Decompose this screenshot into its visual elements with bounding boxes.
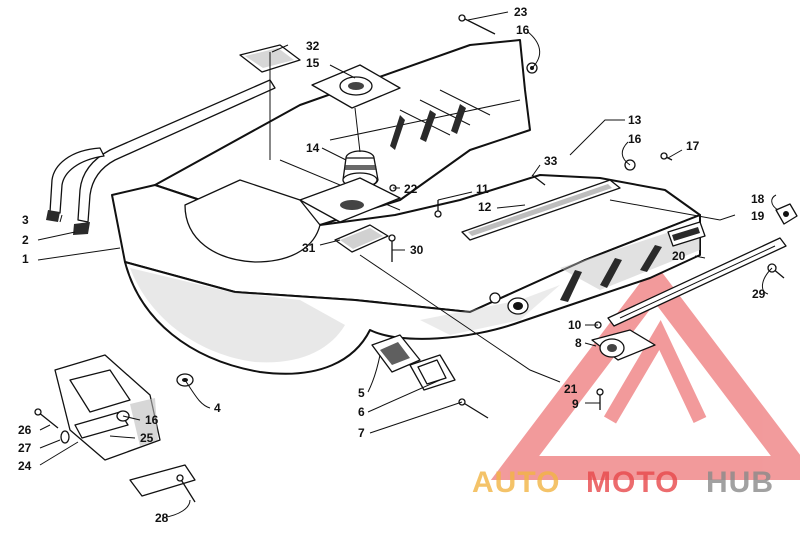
watermark-part1: AUTO <box>472 466 560 499</box>
mount-plate <box>299 177 401 253</box>
callout-9: 9 <box>572 397 579 411</box>
screw-9 <box>596 388 604 410</box>
watermark-part3: HUB <box>706 466 774 499</box>
watermark-text: AUTO MOTO HUB <box>472 466 774 499</box>
callout-15: 15 <box>306 56 320 70</box>
leader-lines <box>37 11 779 519</box>
fastener-23 <box>458 14 496 35</box>
callout-32: 32 <box>306 39 320 53</box>
fastener-7 <box>458 398 489 419</box>
latch-18 <box>775 203 798 225</box>
callout-23: 23 <box>514 5 528 19</box>
callout-10: 10 <box>568 318 582 332</box>
callout-26: 26 <box>18 423 32 437</box>
washer-27 <box>60 430 70 444</box>
callout-21: 21 <box>564 382 578 396</box>
callout-14: 14 <box>306 141 320 155</box>
callout-labels: 23 16 32 15 13 16 17 14 33 22 11 12 18 1… <box>18 5 766 525</box>
callout-18: 18 <box>751 192 765 206</box>
callout-13: 13 <box>628 113 642 127</box>
watermark-part2: MOTO <box>586 466 679 499</box>
callout-8: 8 <box>575 336 582 350</box>
callout-33: 33 <box>544 154 558 168</box>
callout-2: 2 <box>22 233 29 247</box>
callout-20: 20 <box>672 249 686 263</box>
callout-30: 30 <box>410 243 424 257</box>
callout-31: 31 <box>302 241 316 255</box>
callout-12: 12 <box>478 200 492 214</box>
screw-17 <box>660 152 673 161</box>
callout-6: 6 <box>358 405 365 419</box>
flange-15 <box>311 64 401 109</box>
side-rail-19 <box>607 237 787 327</box>
bracket-24 <box>54 354 196 497</box>
callout-5: 5 <box>358 386 365 400</box>
callout-19: 19 <box>751 209 765 223</box>
bolt-26 <box>34 408 59 429</box>
decal-12 <box>461 179 621 241</box>
bolt-28 <box>176 474 196 503</box>
vent-5 <box>371 334 421 373</box>
screw-29 <box>767 263 785 279</box>
motor-assembly-8 <box>591 329 656 361</box>
callout-16: 16 <box>145 413 159 427</box>
callout-27: 27 <box>18 441 32 455</box>
gasket-6 <box>409 354 456 391</box>
callout-7: 7 <box>358 426 365 440</box>
callout-1: 1 <box>22 252 29 266</box>
bolt-11 <box>434 200 442 218</box>
watermark-triangle-logo <box>490 263 800 480</box>
fastener-33 <box>531 174 546 186</box>
front-bumper-rail <box>46 79 276 235</box>
callout-24: 24 <box>18 459 32 473</box>
callout-29: 29 <box>752 287 766 301</box>
callout-16: 16 <box>628 132 642 146</box>
callout-17: 17 <box>686 139 700 153</box>
callout-25: 25 <box>140 431 154 445</box>
callout-4: 4 <box>214 401 221 415</box>
callout-11: 11 <box>476 182 489 196</box>
callout-16: 16 <box>516 23 530 37</box>
callout-28: 28 <box>155 511 169 525</box>
callout-3: 3 <box>22 213 29 227</box>
bracket-20 <box>667 221 706 247</box>
callout-22: 22 <box>404 182 418 196</box>
